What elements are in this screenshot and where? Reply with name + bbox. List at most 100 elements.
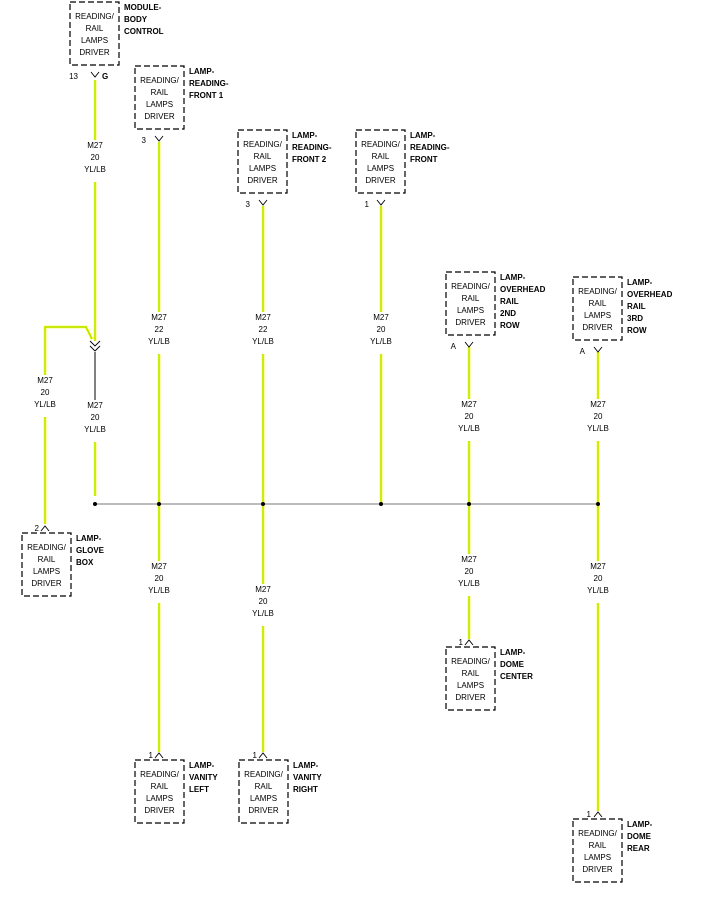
wire-label-text: YL/LB <box>34 400 56 409</box>
wire-label-gap <box>580 399 616 441</box>
component-text: RAIL <box>151 88 169 97</box>
component-box <box>572 276 623 341</box>
wire-label-text: M27 <box>37 376 53 385</box>
wire-label-text: 20 <box>259 597 268 606</box>
component-overhead-3rd-row: READING/RAILLAMPSDRIVERLAMP-OVERHEADRAIL… <box>572 276 673 356</box>
component-title: REAR <box>627 844 650 853</box>
component-text: LAMPS <box>457 306 484 315</box>
component-text: LAMPS <box>250 794 277 803</box>
component-title: FRONT 2 <box>292 155 327 164</box>
wire-label-gap <box>451 554 487 596</box>
component-text: RAIL <box>372 152 390 161</box>
component-text: RAIL <box>589 841 607 850</box>
pin-label: 1 <box>587 810 592 819</box>
component-box <box>238 759 289 824</box>
component-text: RAIL <box>255 782 273 791</box>
wire-label-text: YL/LB <box>84 425 106 434</box>
component-text: READING/ <box>578 829 617 838</box>
pin-label: 1 <box>253 751 258 760</box>
component-box <box>355 129 406 194</box>
component-text: LAMPS <box>584 853 611 862</box>
component-title: BODY <box>124 15 148 24</box>
component-box <box>21 532 72 597</box>
wire-label-text: M27 <box>255 585 271 594</box>
wire-glove-box-stripe <box>44 326 93 524</box>
pin-label: A <box>580 347 586 356</box>
component-text: LAMPS <box>584 311 611 320</box>
wire-label-text: 20 <box>594 412 603 421</box>
component-box <box>445 646 496 711</box>
wires-layer <box>27 80 616 811</box>
pin-label: 13 <box>69 72 78 81</box>
component-title: LAMP- <box>410 131 436 140</box>
component-text: READING/ <box>578 287 617 296</box>
component-overhead-2nd-row: READING/RAILLAMPSDRIVERLAMP-OVERHEADRAIL… <box>445 271 546 351</box>
wire-label-text: YL/LB <box>148 586 170 595</box>
component-text: RAIL <box>38 555 56 564</box>
component-title: READING- <box>292 143 332 152</box>
component-title: LAMP- <box>189 67 215 76</box>
component-text: LAMPS <box>146 794 173 803</box>
component-text: READING/ <box>243 140 282 149</box>
wire-label-text: M27 <box>151 313 167 322</box>
component-title: RAIL <box>500 297 519 306</box>
component-text: DRIVER <box>248 806 278 815</box>
component-title: FRONT <box>410 155 438 164</box>
component-box <box>572 818 623 883</box>
component-text: LAMPS <box>33 567 60 576</box>
component-box <box>134 759 185 824</box>
component-text: RAIL <box>151 782 169 791</box>
component-text: LAMPS <box>249 164 276 173</box>
wire-label-text: M27 <box>590 400 606 409</box>
component-text: READING/ <box>244 770 283 779</box>
component-text: READING/ <box>75 12 114 21</box>
wire-label-text: M27 <box>461 400 477 409</box>
component-title: 3RD <box>627 314 643 323</box>
component-text: LAMPS <box>81 36 108 45</box>
component-title: 2ND <box>500 309 516 318</box>
component-title: CENTER <box>500 672 533 681</box>
connector-icon <box>258 199 268 206</box>
wire-label-text: 20 <box>155 574 164 583</box>
component-title: LAMP- <box>500 273 526 282</box>
wire-label-text: 22 <box>155 325 164 334</box>
connector-icon <box>90 71 100 78</box>
connector-icon <box>154 752 164 759</box>
wire-label-gap <box>580 561 616 603</box>
pin-label: 1 <box>459 638 464 647</box>
component-title: LAMP- <box>627 820 653 829</box>
component-title: READING- <box>410 143 450 152</box>
wire-label-gap <box>245 312 281 354</box>
wire-label-text: 20 <box>377 325 386 334</box>
pin-label: 3 <box>142 136 147 145</box>
wire-label-gap <box>77 140 113 182</box>
wire-label-text: 20 <box>91 153 100 162</box>
pin-label: A <box>451 342 457 351</box>
wire-label-text: YL/LB <box>458 579 480 588</box>
pin-label: 2 <box>35 524 40 533</box>
wire-label-text: 20 <box>91 413 100 422</box>
component-text: RAIL <box>254 152 272 161</box>
component-box <box>134 65 185 130</box>
wire-label-gap <box>245 584 281 626</box>
component-text: READING/ <box>140 76 179 85</box>
component-text: READING/ <box>451 282 490 291</box>
splice-dot <box>596 502 600 506</box>
component-title: BOX <box>76 558 94 567</box>
wire-label-text: YL/LB <box>370 337 392 346</box>
component-body-control: READING/RAILLAMPSDRIVERMODULE-BODYCONTRO… <box>69 1 164 81</box>
component-text: DRIVER <box>365 176 395 185</box>
component-title: GLOVE <box>76 546 105 555</box>
component-title: LAMP- <box>189 761 215 770</box>
component-reading-front-2: READING/RAILLAMPSDRIVERLAMP-READING-FRON… <box>237 129 332 209</box>
